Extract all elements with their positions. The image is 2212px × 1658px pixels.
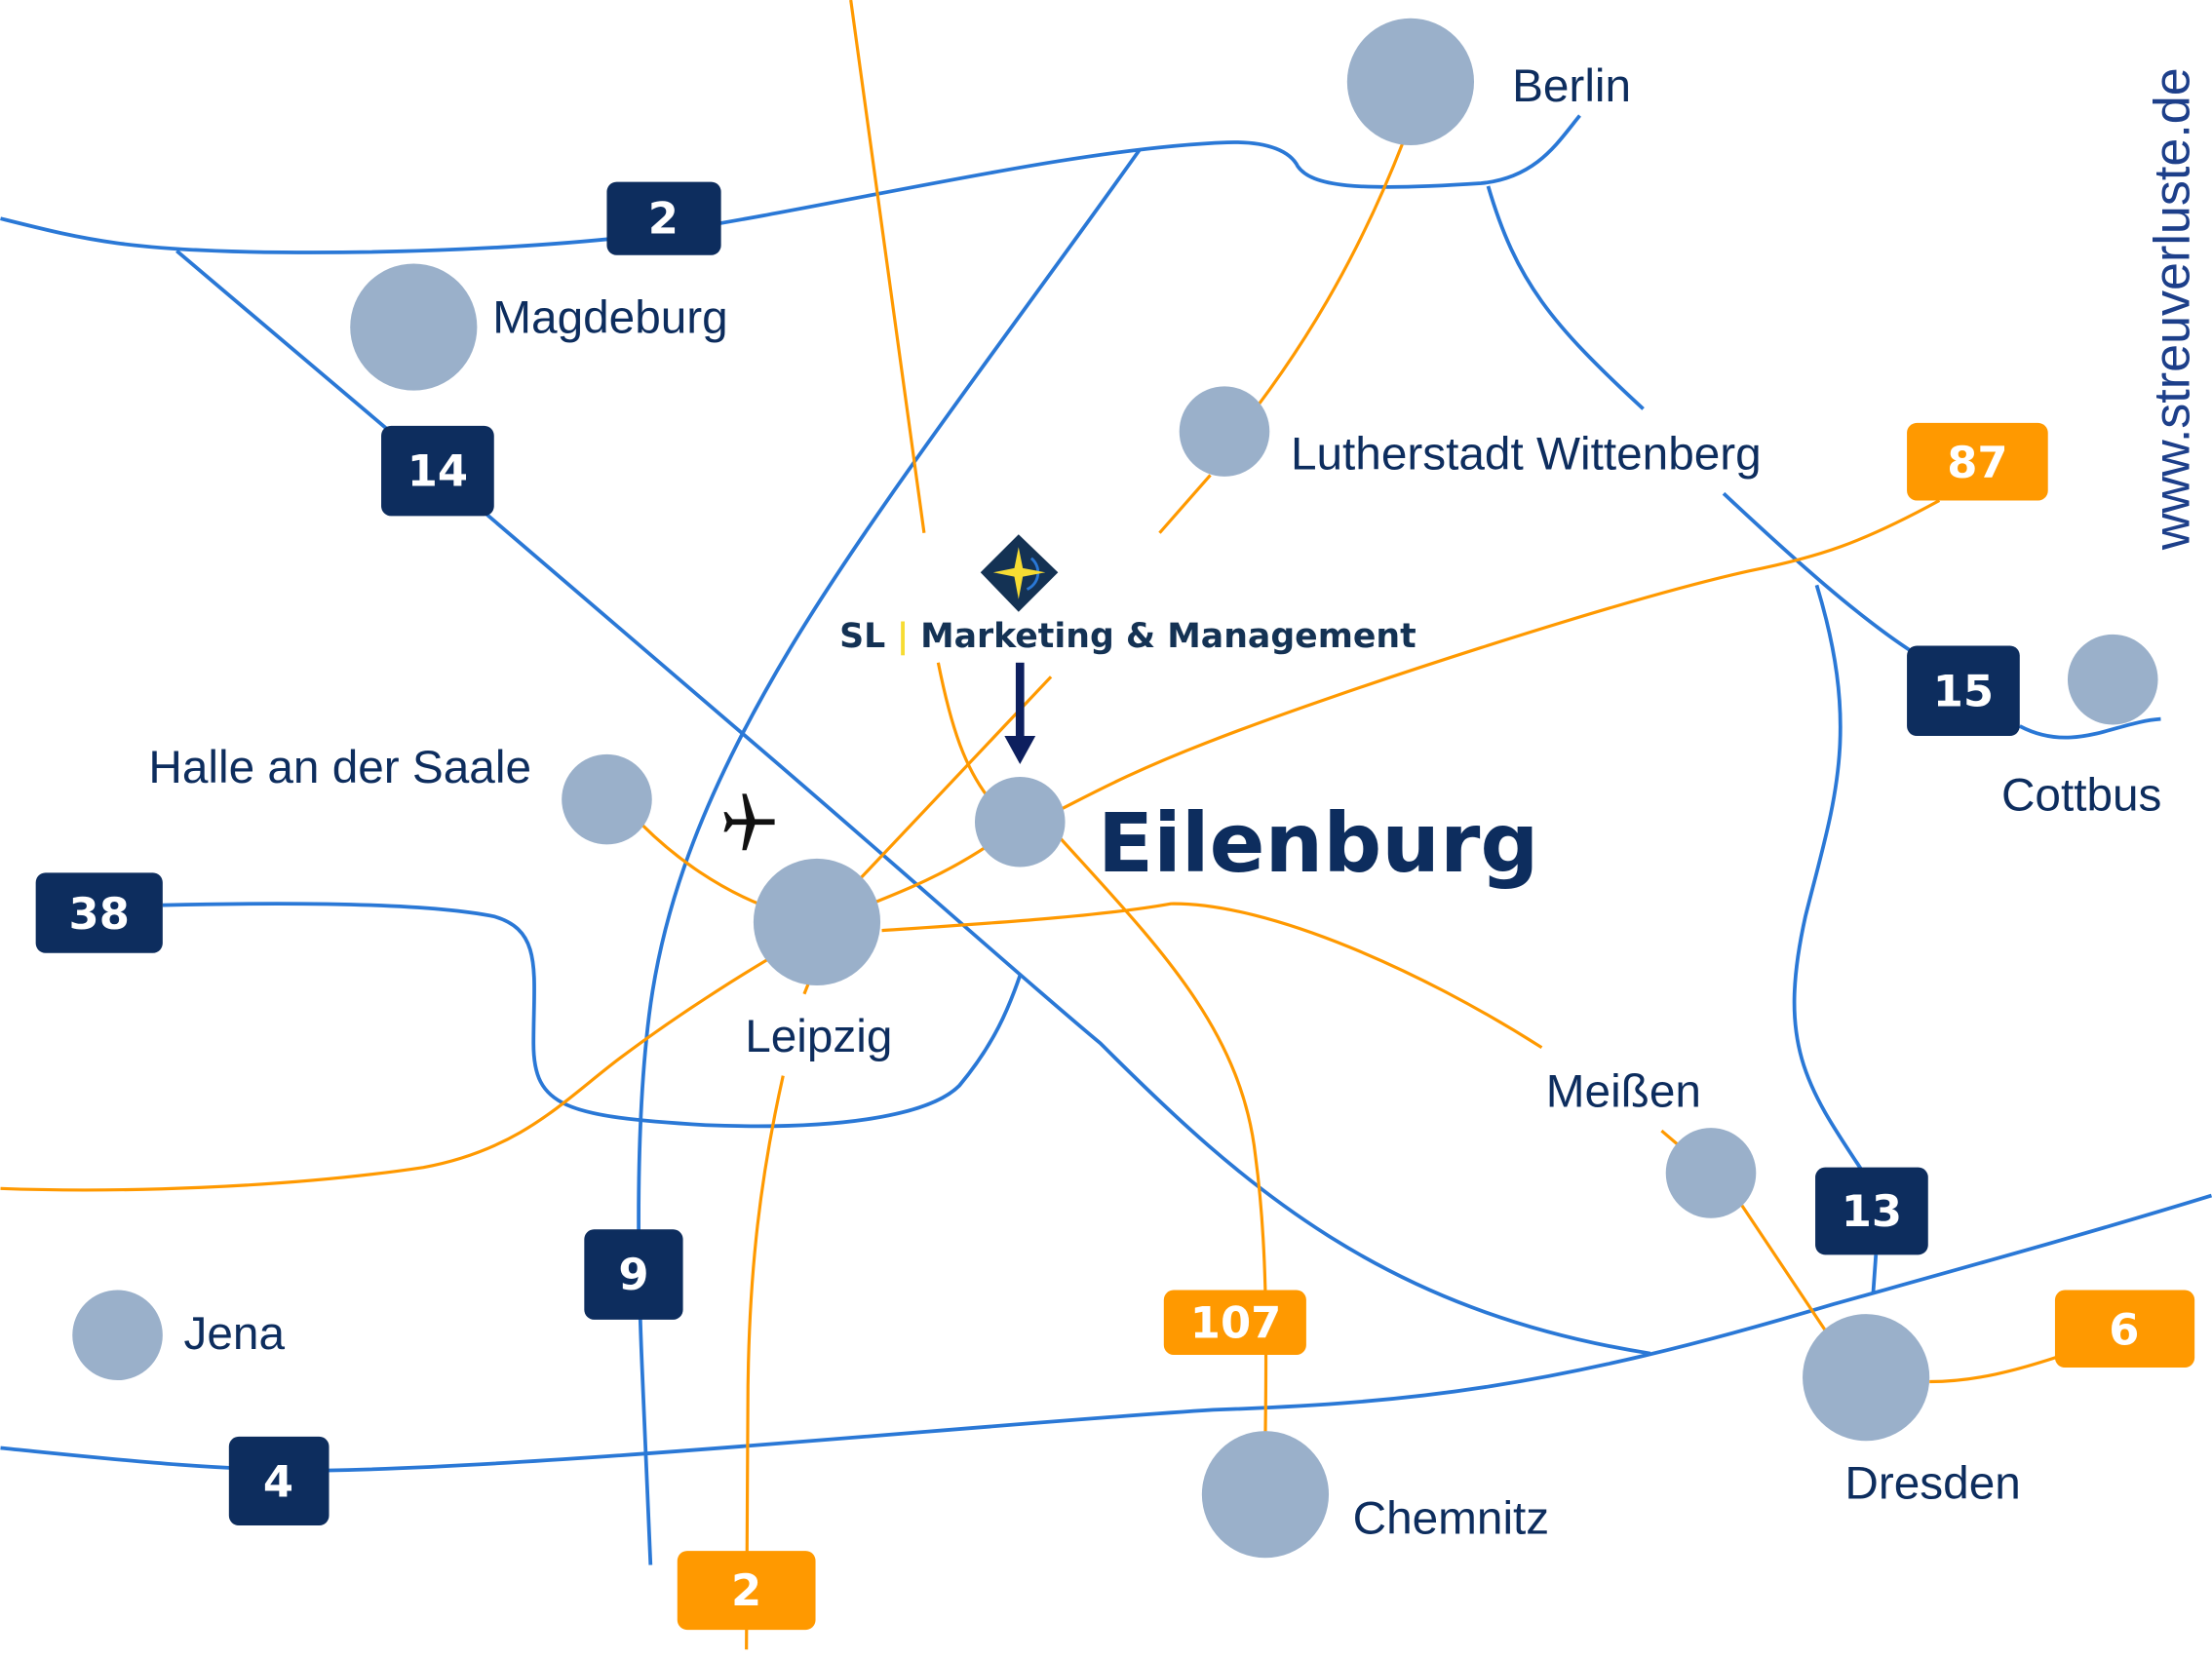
cities xyxy=(72,18,2158,1559)
logo-text: SL|Marketing & Management xyxy=(839,617,1416,656)
svg-text:13: 13 xyxy=(1842,1185,1902,1237)
city-wittenberg[interactable] xyxy=(1179,386,1270,477)
federal-road-lines xyxy=(0,0,2060,1650)
svg-text:87: 87 xyxy=(1947,437,2007,488)
badge-b87: 87 xyxy=(1907,422,2048,501)
badge-a14: 14 xyxy=(381,425,494,517)
svg-text:6: 6 xyxy=(2109,1303,2139,1355)
svg-text:14: 14 xyxy=(407,445,468,497)
svg-text:2: 2 xyxy=(731,1564,761,1616)
svg-text:38: 38 xyxy=(69,888,130,940)
svg-text:2: 2 xyxy=(648,193,679,245)
svg-text:9: 9 xyxy=(618,1249,648,1300)
city-magdeburg[interactable] xyxy=(350,263,478,391)
label-meissen: Meißen xyxy=(1546,1065,1701,1117)
label-berlin: Berlin xyxy=(1512,60,1631,112)
city-cottbus[interactable] xyxy=(2067,634,2158,725)
svg-text:107: 107 xyxy=(1190,1296,1282,1348)
company-logo: SL|Marketing & Management xyxy=(839,534,1416,656)
badge-b2: 2 xyxy=(677,1551,816,1631)
federal-road-badges: 87 107 2 6 xyxy=(677,422,2195,1631)
city-chemnitz[interactable] xyxy=(1201,1431,1330,1559)
airplane-icon xyxy=(723,793,775,851)
arrow-down-icon xyxy=(1004,662,1036,764)
label-chemnitz: Chemnitz xyxy=(1353,1493,1550,1545)
badge-b6: 6 xyxy=(2054,1290,2195,1369)
svg-text:4: 4 xyxy=(263,1456,293,1508)
label-wittenberg: Lutherstadt Wittenberg xyxy=(1291,429,1762,481)
badge-b107: 107 xyxy=(1163,1290,1306,1356)
svg-text:15: 15 xyxy=(1933,665,1994,716)
motorway-badges: 2 14 38 9 4 13 15 xyxy=(35,181,2020,1526)
city-eilenburg[interactable] xyxy=(974,776,1066,868)
label-halle: Halle an der Saale xyxy=(148,742,531,793)
badge-a9: 9 xyxy=(584,1229,683,1320)
city-dresden[interactable] xyxy=(1803,1314,1930,1442)
label-jena: Jena xyxy=(184,1308,286,1360)
badge-a4: 4 xyxy=(228,1436,330,1526)
compass-star-icon xyxy=(992,547,1046,599)
label-cottbus: Cottbus xyxy=(2001,770,2161,822)
badge-a38: 38 xyxy=(35,872,163,953)
city-jena[interactable] xyxy=(72,1290,163,1381)
label-dresden: Dresden xyxy=(1844,1458,2020,1510)
city-halle[interactable] xyxy=(562,753,652,845)
city-labels: Berlin Magdeburg Lutherstadt Wittenberg … xyxy=(148,60,2161,1545)
city-leipzig[interactable] xyxy=(753,858,881,986)
badge-a15: 15 xyxy=(1907,645,2020,737)
website-url[interactable]: www.streuverluste.de xyxy=(2144,67,2200,551)
label-magdeburg: Magdeburg xyxy=(492,291,727,343)
label-eilenburg: Eilenburg xyxy=(1098,795,1539,891)
badge-a13: 13 xyxy=(1815,1167,1928,1255)
badge-a2: 2 xyxy=(606,181,721,255)
city-meissen[interactable] xyxy=(1665,1128,1757,1218)
label-leipzig: Leipzig xyxy=(745,1011,892,1062)
city-berlin[interactable] xyxy=(1346,18,1475,145)
